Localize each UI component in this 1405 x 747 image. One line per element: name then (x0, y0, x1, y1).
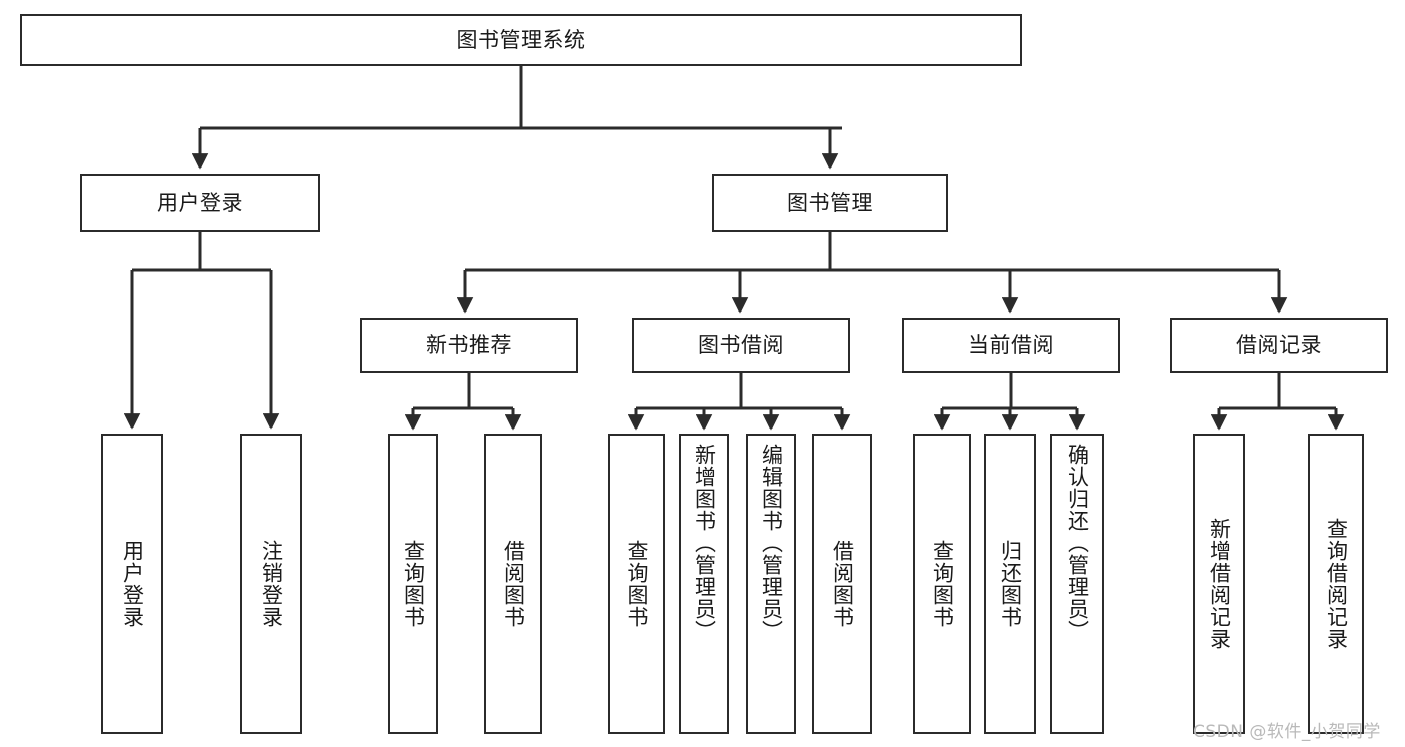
node-leaf-edit-book-admin[interactable]: 编辑图书（管理员） (746, 434, 796, 734)
node-leaf-confirm-return-admin-label: 确认归还（管理员） (1065, 444, 1090, 642)
node-leaf-query-book-2[interactable]: 查询图书 (608, 434, 665, 734)
node-user-login[interactable]: 用户登录 (80, 174, 320, 232)
node-user-login-label: 用户登录 (157, 190, 243, 215)
user-login-connectors (123, 232, 280, 430)
node-current-borrow[interactable]: 当前借阅 (902, 318, 1120, 373)
node-new-book-recommend[interactable]: 新书推荐 (360, 318, 578, 373)
node-borrow-record[interactable]: 借阅记录 (1170, 318, 1388, 373)
node-new-book-recommend-label: 新书推荐 (426, 333, 512, 358)
node-leaf-borrow-book-2[interactable]: 借阅图书 (812, 434, 872, 734)
book-manage-connectors (456, 232, 1288, 314)
node-leaf-borrow-book-1[interactable]: 借阅图书 (484, 434, 542, 734)
node-book-borrow-label: 图书借阅 (698, 333, 784, 358)
node-leaf-user-logout-label: 注销登录 (259, 540, 284, 628)
root-connectors (191, 66, 842, 170)
node-current-borrow-label: 当前借阅 (968, 333, 1054, 358)
node-leaf-query-borrow-record-label: 查询借阅记录 (1324, 518, 1349, 650)
node-leaf-return-book-label: 归还图书 (998, 540, 1023, 628)
node-book-manage-label: 图书管理 (787, 190, 873, 215)
node-leaf-add-book-admin[interactable]: 新增图书（管理员） (679, 434, 729, 734)
node-leaf-confirm-return-admin[interactable]: 确认归还（管理员） (1050, 434, 1104, 734)
node-leaf-query-book-3[interactable]: 查询图书 (913, 434, 971, 734)
watermark: CSDN @软件_小贺同学 (1193, 722, 1381, 742)
current-borrow-connectors (933, 373, 1086, 431)
node-leaf-borrow-book-2-label: 借阅图书 (830, 540, 855, 628)
node-leaf-add-book-admin-label: 新增图书（管理员） (692, 444, 717, 642)
node-leaf-user-login[interactable]: 用户登录 (101, 434, 163, 734)
node-leaf-query-borrow-record[interactable]: 查询借阅记录 (1308, 434, 1364, 734)
borrow-record-connectors (1210, 373, 1345, 431)
node-leaf-user-logout[interactable]: 注销登录 (240, 434, 302, 734)
node-leaf-add-borrow-record[interactable]: 新增借阅记录 (1193, 434, 1245, 734)
node-leaf-add-borrow-record-label: 新增借阅记录 (1207, 518, 1232, 650)
node-leaf-edit-book-admin-label: 编辑图书（管理员） (759, 444, 784, 642)
node-root-label: 图书管理系统 (456, 27, 586, 52)
node-leaf-borrow-book-1-label: 借阅图书 (501, 540, 526, 628)
node-book-borrow[interactable]: 图书借阅 (632, 318, 850, 373)
node-leaf-query-book-3-label: 查询图书 (930, 540, 955, 628)
node-leaf-query-book-2-label: 查询图书 (624, 540, 649, 628)
node-leaf-query-book-1[interactable]: 查询图书 (388, 434, 438, 734)
node-root[interactable]: 图书管理系统 (20, 14, 1022, 66)
node-borrow-record-label: 借阅记录 (1236, 333, 1322, 358)
book-borrow-connectors (627, 373, 851, 431)
node-leaf-return-book[interactable]: 归还图书 (984, 434, 1036, 734)
node-leaf-user-login-label: 用户登录 (120, 540, 145, 628)
new-book-recommend-connectors (404, 373, 522, 431)
node-book-manage[interactable]: 图书管理 (712, 174, 948, 232)
node-leaf-query-book-1-label: 查询图书 (401, 540, 426, 628)
